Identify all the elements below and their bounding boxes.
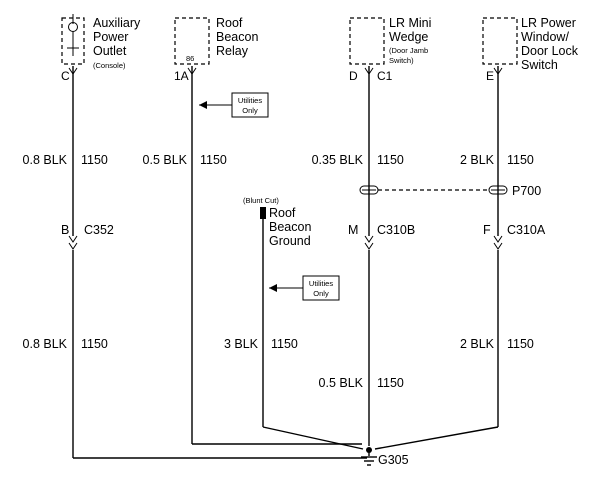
wedge-pin: D <box>349 69 358 83</box>
power-switch-pin: E <box>486 69 494 83</box>
w2-circuit: 1150 <box>200 153 227 167</box>
c352-pin: B <box>61 223 69 237</box>
ground-g305: G305 <box>361 447 409 467</box>
c310a-name: C310A <box>507 223 546 237</box>
aux-outlet-name-2: Power <box>93 30 128 44</box>
callout-2-line-1: Utilities <box>309 279 333 288</box>
w3-top-gauge: 0.35 BLK <box>312 153 364 167</box>
w3-top-circuit: 1150 <box>377 153 404 167</box>
wire-4-to-ground <box>374 426 499 450</box>
connector-chevron-icon <box>493 235 503 243</box>
c310b-pin: M <box>348 223 358 237</box>
roof-beacon-relay: 86 Roof Beacon Relay 1A <box>174 16 258 83</box>
connector-chevron-icon <box>68 235 78 243</box>
roof-beacon-ground: (Blunt Cut) Roof Beacon Ground <box>243 196 311 248</box>
lr-power-window-switch: LR Power Window/ Door Lock Switch E <box>482 16 579 83</box>
c310a-pin: F <box>483 223 491 237</box>
w3-bottom-gauge: 0.5 BLK <box>319 376 364 390</box>
inline-connector-c352: B C352 <box>61 223 114 250</box>
c310b-name: C310B <box>377 223 415 237</box>
w3-bottom-circuit: 1150 <box>377 376 404 390</box>
wedge-box <box>349 17 385 65</box>
relay-name-3: Relay <box>216 44 249 58</box>
relay-pin: 1A <box>174 69 189 83</box>
connector-chevron-icon <box>68 242 78 250</box>
wedge-name-2: Wedge <box>389 30 428 44</box>
power-switch-name-3: Door Lock <box>521 44 579 58</box>
arrow-left-icon <box>199 101 207 109</box>
ground-wire-gauge: 3 BLK <box>224 337 259 351</box>
wires <box>72 66 499 459</box>
w1-top-circuit: 1150 <box>81 153 108 167</box>
aux-outlet-pin: C <box>61 69 70 83</box>
callout-box <box>302 275 340 301</box>
wedge-sub-2: Switch) <box>389 56 414 65</box>
w4-top-circuit: 1150 <box>507 153 534 167</box>
p700-name: P700 <box>512 184 541 198</box>
relay-box <box>174 17 210 65</box>
ground-name: G305 <box>378 453 409 467</box>
blunt-cut-note: (Blunt Cut) <box>243 196 279 205</box>
connector-chevron-icon <box>364 242 374 250</box>
roof-ground-name-2: Beacon <box>269 220 311 234</box>
lr-mini-wedge: LR Mini Wedge (Door Jamb Switch) D C1 <box>349 16 431 83</box>
callout-utilities-only-1: Utilities Only <box>199 92 269 118</box>
callout-1-line-2: Only <box>242 106 258 115</box>
power-switch-name-1: LR Power <box>521 16 576 30</box>
power-switch-name-2: Window/ <box>521 30 569 44</box>
power-switch-name-4: Switch <box>521 58 558 72</box>
connector-chevron-icon <box>493 242 503 250</box>
connector-chevron-icon <box>364 235 374 243</box>
relay-name-2: Beacon <box>216 30 258 44</box>
c352-name: C352 <box>84 223 114 237</box>
wedge-connector: C1 <box>377 69 393 83</box>
w2-gauge: 0.5 BLK <box>143 153 188 167</box>
ground-wire-circuit: 1150 <box>271 337 298 351</box>
callout-utilities-only-2: Utilities Only <box>269 275 340 301</box>
w4-top-gauge: 2 BLK <box>460 153 495 167</box>
w1-top-gauge: 0.8 BLK <box>23 153 68 167</box>
w1-bottom-gauge: 0.8 BLK <box>23 337 68 351</box>
wire-labels: 0.8 BLK 1150 0.5 BLK 1150 0.35 BLK 1150 … <box>23 153 534 390</box>
aux-power-outlet: Auxiliary Power Outlet (Console) C <box>61 14 141 83</box>
inline-connector-c310b: M C310B <box>348 223 415 250</box>
p700-splice: P700 <box>359 184 541 198</box>
blunt-cut-icon <box>260 207 266 219</box>
w1-bottom-circuit: 1150 <box>81 337 108 351</box>
aux-outlet-name-1: Auxiliary <box>93 16 141 30</box>
wedge-name-1: LR Mini <box>389 16 431 30</box>
w4-bottom-circuit: 1150 <box>507 337 534 351</box>
w4-bottom-gauge: 2 BLK <box>460 337 495 351</box>
splice-icon <box>488 185 508 195</box>
relay-name-1: Roof <box>216 16 243 30</box>
power-switch-box <box>482 17 518 65</box>
callout-2-line-2: Only <box>313 289 329 298</box>
callout-box <box>231 92 269 118</box>
roof-ground-name-3: Ground <box>269 234 311 248</box>
ground-wire-to-ground <box>262 426 364 450</box>
inline-connector-c310a: F C310A <box>483 223 546 250</box>
arrow-left-icon <box>269 284 277 292</box>
wedge-sub-1: (Door Jamb <box>389 46 428 55</box>
aux-outlet-name-3: Outlet <box>93 44 127 58</box>
roof-ground-name-1: Roof <box>269 206 296 220</box>
aux-outlet-sub: (Console) <box>93 61 126 70</box>
relay-terminal: 86 <box>186 54 194 63</box>
callout-1-line-1: Utilities <box>238 96 262 105</box>
